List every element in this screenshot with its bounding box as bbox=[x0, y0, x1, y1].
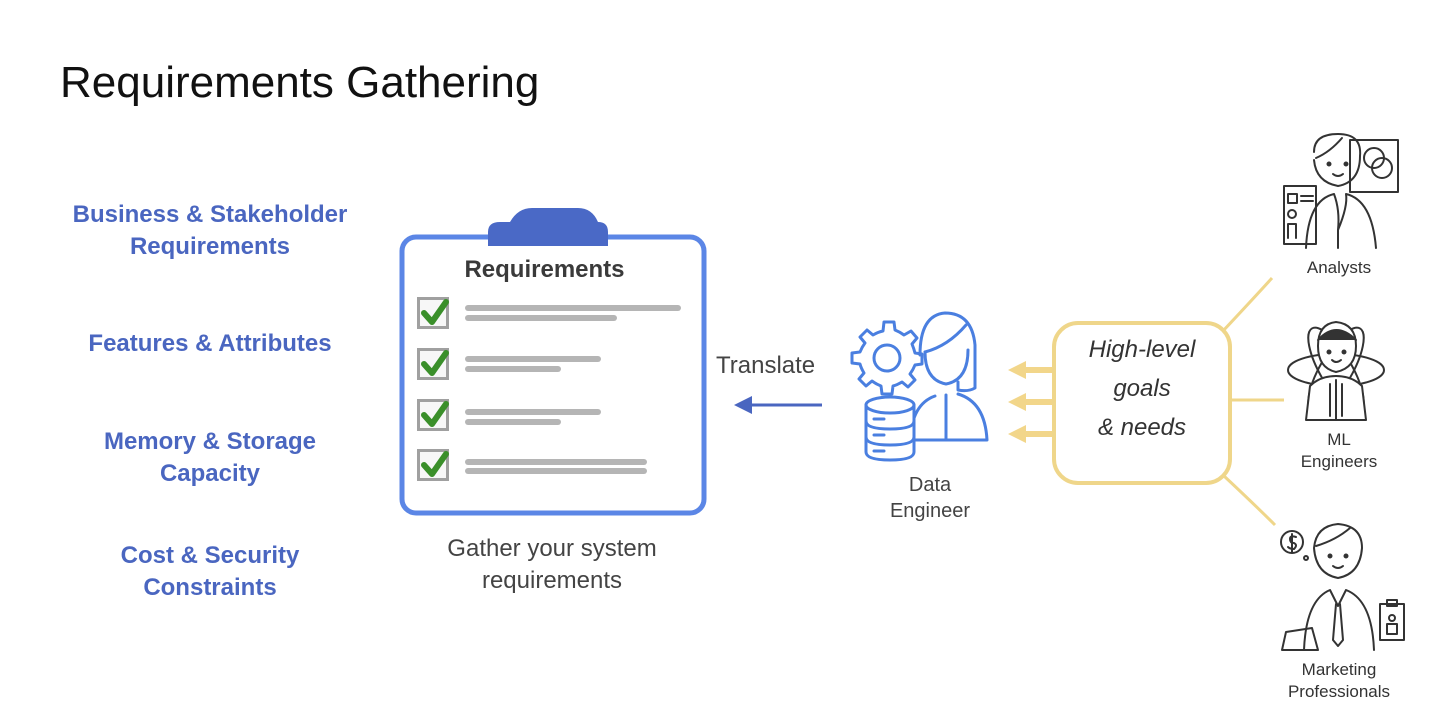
clipboard-caption: Gather your system requirements bbox=[402, 533, 702, 597]
goals-line: & needs bbox=[1097, 414, 1187, 441]
connector-analysts bbox=[1220, 276, 1274, 334]
category-line: Requirements bbox=[129, 233, 291, 260]
category-line: Features & Attributes bbox=[88, 330, 332, 357]
category-line: Capacity bbox=[159, 460, 261, 487]
label-line: Data bbox=[908, 474, 952, 496]
label-line: Marketing bbox=[1301, 660, 1377, 679]
goals-line: goals bbox=[1113, 375, 1171, 402]
data-engineer-label: Data Engineer bbox=[860, 472, 1000, 524]
arrow-head bbox=[1008, 425, 1026, 443]
stakeholder-marketing-label: Marketing Professionals bbox=[1274, 659, 1404, 703]
arrow-head bbox=[1008, 361, 1026, 379]
ml-engineer-icon bbox=[1287, 321, 1385, 421]
category-line: Business & Stakeholder bbox=[72, 201, 348, 228]
arrow-head bbox=[1008, 393, 1026, 411]
goals-box bbox=[1052, 321, 1232, 485]
connector-marketing bbox=[1222, 474, 1277, 527]
arrow-shaft bbox=[1024, 431, 1052, 437]
label-line: Engineer bbox=[889, 500, 971, 522]
checkmark-icon bbox=[421, 299, 449, 325]
label-line: ML bbox=[1327, 430, 1351, 449]
stakeholder-analysts-label: Analysts bbox=[1279, 257, 1399, 279]
clipboard-clip bbox=[488, 208, 608, 246]
goals-text: High-level goals & needs bbox=[1052, 330, 1232, 447]
label-line: Engineers bbox=[1300, 452, 1378, 471]
clipboard-heading: Requirements bbox=[464, 256, 625, 283]
stakeholder-ml-engineers-label: ML Engineers bbox=[1279, 429, 1399, 473]
checkmark-icon bbox=[421, 350, 449, 376]
translate-label: Translate bbox=[716, 352, 816, 379]
category-cost-security: Cost & Security Constraints bbox=[40, 540, 380, 604]
checkmark-icon bbox=[421, 401, 449, 427]
analyst-icon bbox=[1283, 133, 1399, 249]
label-line: Analysts bbox=[1306, 258, 1372, 277]
label-line: Professionals bbox=[1287, 682, 1391, 701]
marketing-icon bbox=[1280, 523, 1405, 651]
placeholder-text-lines bbox=[465, 305, 681, 474]
category-line: Memory & Storage bbox=[103, 428, 317, 455]
category-line: Constraints bbox=[143, 574, 277, 601]
category-memory-storage: Memory & Storage Capacity bbox=[40, 426, 380, 490]
database-icon bbox=[864, 395, 916, 462]
arrow-shaft bbox=[1024, 367, 1052, 373]
gear-icon bbox=[850, 320, 924, 396]
person-icon bbox=[908, 311, 989, 442]
page-title: Requirements Gathering bbox=[60, 58, 540, 107]
caption-line: Gather your system bbox=[447, 535, 657, 562]
caption-line: requirements bbox=[481, 567, 623, 594]
category-features-attributes: Features & Attributes bbox=[40, 328, 380, 360]
checkmark-icon bbox=[421, 451, 449, 477]
category-line: Cost & Security bbox=[120, 542, 300, 569]
goals-line: High-level bbox=[1088, 336, 1196, 363]
arrow-shaft bbox=[1024, 399, 1052, 405]
category-business-stakeholder: Business & Stakeholder Requirements bbox=[40, 199, 380, 263]
